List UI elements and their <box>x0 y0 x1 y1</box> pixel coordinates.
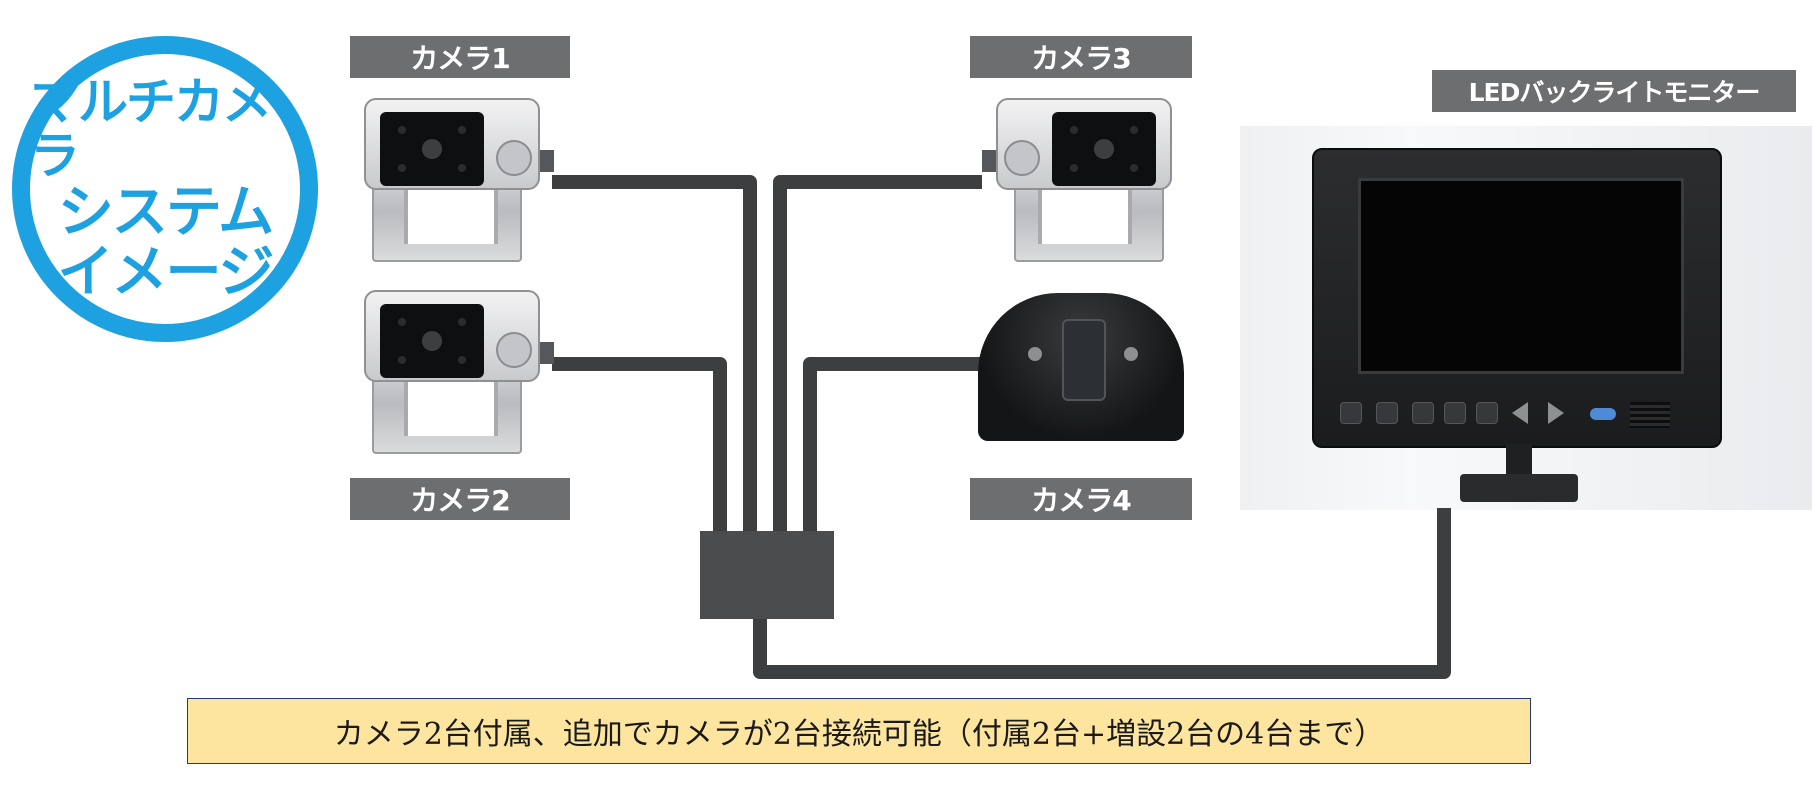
monitor-mode-button-icon <box>1412 402 1434 424</box>
monitor-select-button-icon <box>1444 402 1466 424</box>
badge-line-3: イメージ <box>57 240 275 305</box>
camera4-image <box>978 285 1186 451</box>
monitor-menu-button-icon <box>1476 402 1498 424</box>
monitor-status-led <box>1590 408 1616 420</box>
monitor-split-button-icon <box>1376 402 1398 424</box>
monitor-label: LEDバックライトモニター <box>1432 70 1796 112</box>
camera3-image <box>980 92 1180 272</box>
camera3-label: カメラ3 <box>970 36 1192 78</box>
badge-line-1: マルチカメラ <box>30 72 272 185</box>
monitor-left-arrow-icon <box>1512 402 1528 424</box>
monitor-power-button-icon <box>1340 402 1362 424</box>
cable-camera1 <box>552 175 757 534</box>
camera2-image <box>356 284 556 464</box>
cable-camera4 <box>803 357 982 534</box>
camera2-label: カメラ2 <box>350 478 570 520</box>
camera1-image <box>356 92 556 272</box>
caption-box: カメラ2台付属、追加でカメラが2台接続可能（付属2台+増設2台の4台まで） <box>187 698 1531 764</box>
junction-box <box>700 531 834 619</box>
camera4-label: カメラ4 <box>970 478 1192 520</box>
led-backlight-monitor-image <box>1312 148 1722 448</box>
cable-camera2 <box>552 357 727 534</box>
camera1-label: カメラ1 <box>350 36 570 78</box>
badge-line-2: システム <box>57 179 274 245</box>
monitor-screen <box>1358 178 1684 374</box>
cable-camera3 <box>773 175 982 534</box>
monitor-right-arrow-icon <box>1548 402 1564 424</box>
monitor-stand-base <box>1460 474 1578 502</box>
cable-monitor <box>753 508 1451 679</box>
monitor-speaker-grille <box>1630 402 1670 428</box>
caption-text: カメラ2台付属、追加でカメラが2台接続可能（付属2台+増設2台の4台まで） <box>333 717 1385 752</box>
